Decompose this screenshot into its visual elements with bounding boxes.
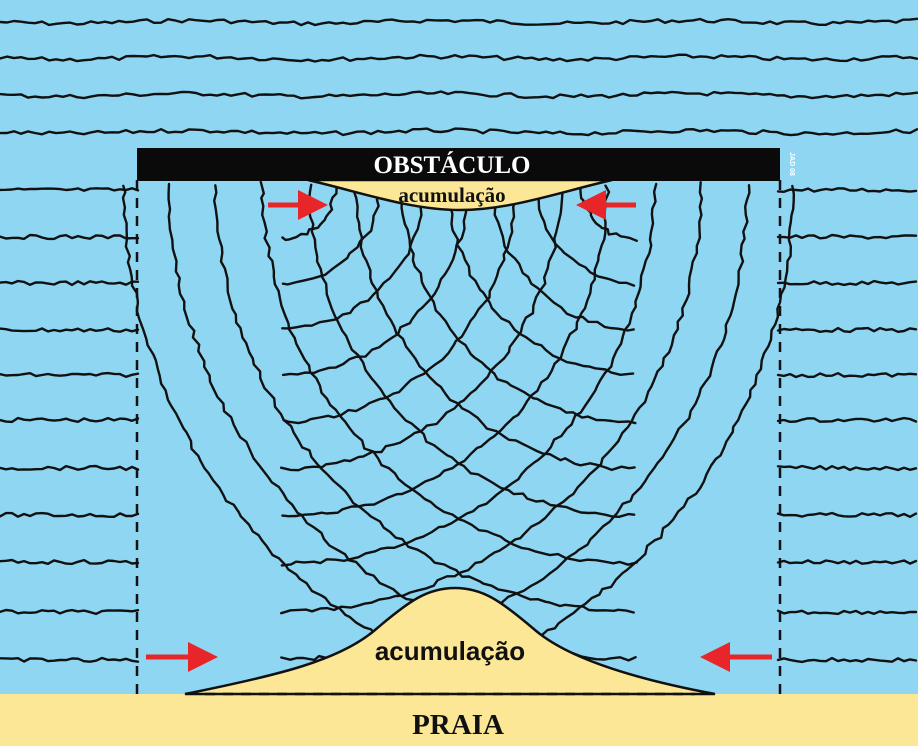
wave-crest-left — [0, 327, 140, 333]
wave-lines — [0, 17, 918, 709]
wave-crest-right — [776, 187, 918, 193]
obstacle-label: OBSTÁCULO — [374, 151, 531, 179]
accumulation-behind-obstacle — [307, 178, 613, 212]
diffracted-front-right — [446, 180, 635, 376]
wave-crest — [0, 53, 918, 63]
diffracted-front-left — [281, 183, 425, 330]
wave-crest-left — [0, 511, 140, 518]
beach — [0, 694, 918, 746]
wave-crest-left — [0, 608, 140, 616]
wave-crest — [0, 127, 918, 137]
obstacle — [137, 148, 780, 181]
diffracted-front-left — [282, 181, 519, 425]
diffracted-front-right — [492, 184, 635, 332]
wave-crest-left — [0, 187, 140, 192]
diffracted-front-right — [259, 180, 639, 566]
wave-crest-right — [776, 559, 918, 565]
wave-crest-right — [776, 372, 918, 379]
diffracted-front-right — [353, 180, 636, 472]
diffracted-front-right — [213, 184, 635, 614]
shadow-zone-guides — [135, 180, 782, 710]
diffracted-front-left — [280, 182, 658, 567]
diffracted-front-left — [281, 183, 384, 286]
diffracted-front-right — [400, 181, 637, 425]
wave-crest-left — [0, 371, 140, 378]
accumulation-bottom-label: acumulação — [375, 636, 525, 666]
wave-crest-left — [0, 416, 140, 424]
diffracted-front-left — [281, 184, 611, 518]
author-mark: JAD 08 — [788, 152, 795, 176]
beach-label: PRAIA — [412, 709, 504, 741]
wave-crest-left — [0, 558, 140, 566]
accumulation-top-label: acumulação — [398, 183, 505, 207]
diffracted-front-left — [279, 184, 564, 472]
wave-crest — [0, 90, 918, 100]
salient-accumulation — [184, 586, 716, 696]
wave-crest-right — [776, 656, 918, 664]
wave-crest-right — [776, 233, 918, 240]
diffracted-front-right — [534, 180, 636, 287]
arrows — [146, 190, 772, 672]
wave-crest-right — [776, 609, 918, 616]
diffracted-front-left — [280, 181, 704, 615]
wave-crest-right — [776, 279, 918, 287]
wave-crest-left — [0, 279, 140, 287]
wave-crest-right — [776, 326, 918, 334]
wave-crest-right — [776, 511, 918, 518]
wave-crest-right — [776, 464, 918, 472]
diffracted-front-left — [281, 181, 471, 377]
wave-crest — [0, 17, 918, 27]
wave-crest-left — [0, 233, 140, 241]
wave-crest-left — [0, 656, 140, 663]
diffracted-front-left — [281, 181, 339, 242]
wave-crest-right — [776, 416, 918, 423]
diffracted-front-right — [307, 183, 636, 518]
wave-crest-left — [0, 464, 140, 472]
